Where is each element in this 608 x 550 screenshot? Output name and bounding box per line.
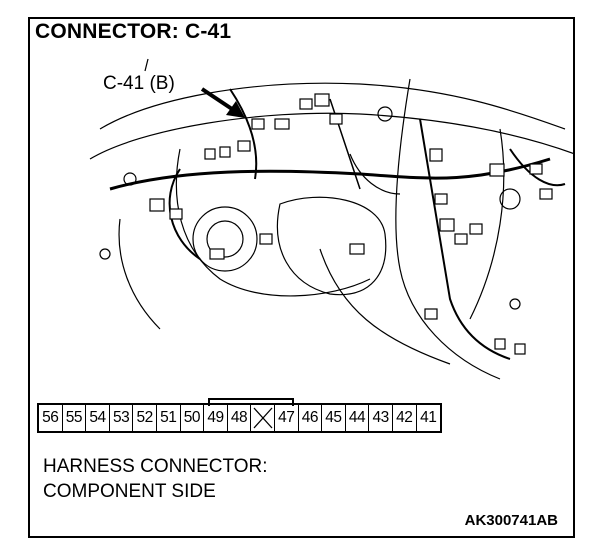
connector-key-group <box>208 398 294 406</box>
dashboard-wiring-illustration <box>89 58 575 380</box>
pin-56: 56 <box>39 405 63 431</box>
harness-connector-caption: HARNESS CONNECTOR: COMPONENT SIDE <box>43 454 268 504</box>
pin-55: 55 <box>63 405 87 431</box>
pin-47: 47 <box>275 405 299 431</box>
pin-53: 53 <box>110 405 134 431</box>
pin-48: 48 <box>228 405 252 431</box>
pin-50: 50 <box>181 405 205 431</box>
pin-49: 49 <box>204 405 228 431</box>
pin-43: 43 <box>369 405 393 431</box>
pin-51: 51 <box>157 405 181 431</box>
pin-52: 52 <box>133 405 157 431</box>
pin-42: 42 <box>393 405 417 431</box>
pin-44: 44 <box>346 405 370 431</box>
blank-pin-cross <box>251 405 275 431</box>
pin-46: 46 <box>299 405 323 431</box>
pin-45: 45 <box>322 405 346 431</box>
harness-caption-line1: HARNESS CONNECTOR: <box>43 456 268 477</box>
pin-54: 54 <box>86 405 110 431</box>
figure-code: AK300741AB <box>464 512 558 529</box>
diagram-title: CONNECTOR: C-41 <box>35 20 232 43</box>
pin-41: 41 <box>420 409 437 426</box>
harness-caption-line2: COMPONENT SIDE <box>43 481 216 502</box>
connector-callout-label: C-41 (B) <box>103 73 175 94</box>
